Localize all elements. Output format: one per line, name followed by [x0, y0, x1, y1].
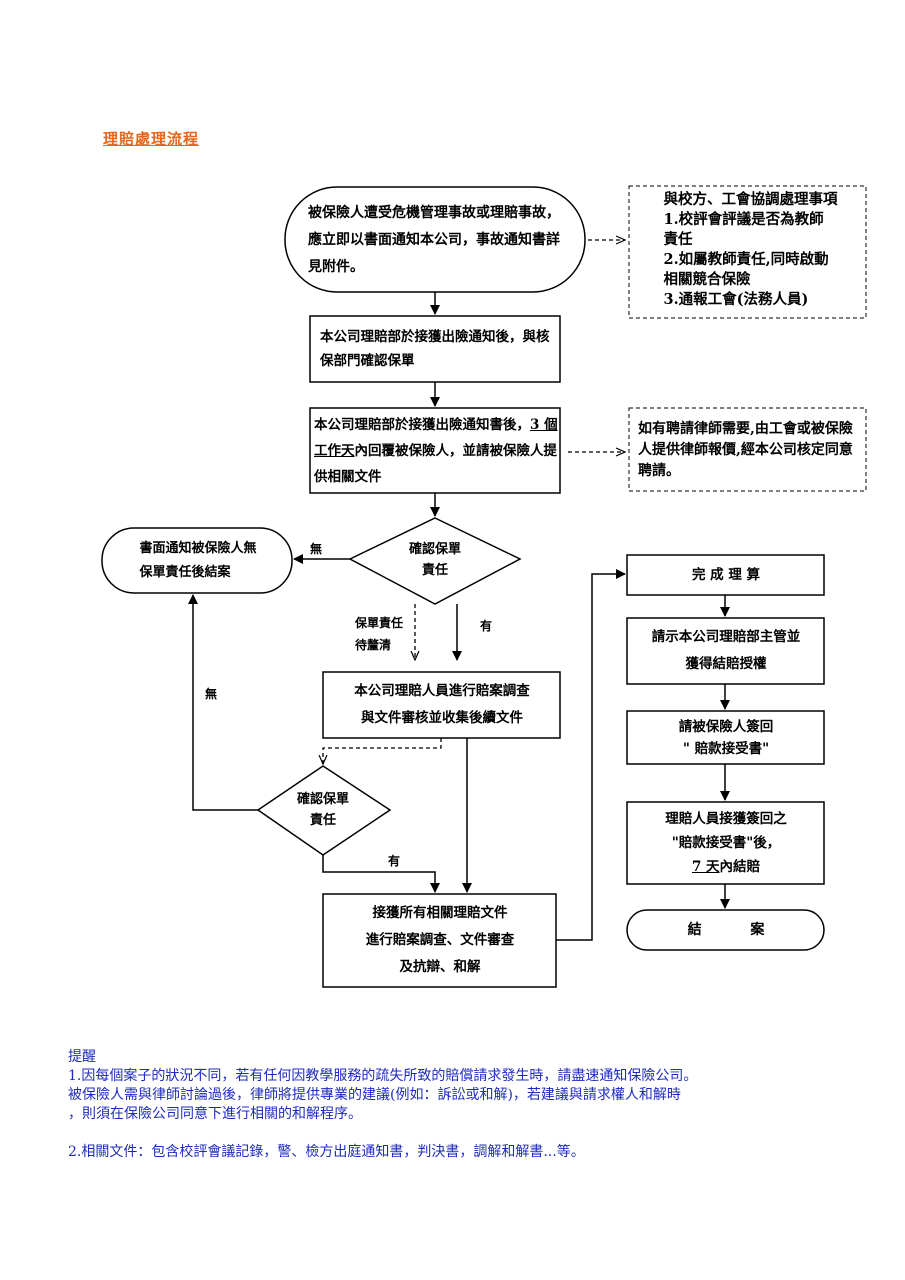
decision1-text: 確認保單 責任	[380, 535, 490, 585]
label-yes-2: 有	[388, 854, 401, 868]
confirm-policy-text: 本公司理賠部於接獲出險通知後，與核保部門確認保單	[320, 320, 552, 378]
lawyer-note-label: 如有聘請律師需要,由工會或被保險人提供律師報價,經本公司核定同意聘請。	[638, 420, 853, 479]
reply-text: 本公司理賠部於接獲出險通知書後，3 個工作天內回覆被保險人，並請被保險人提供相關…	[314, 410, 558, 492]
reply-days: 3 個工作天	[314, 417, 558, 459]
complete-label: 完 成 理 算	[691, 567, 761, 583]
written-notice-label: 書面通知被保險人無 保單責任後結案	[139, 541, 257, 580]
coordination-text: 與校方、工會協調處理事項 1.校評會評議是否為教師 責任 2.如屬教師責任,同時…	[638, 190, 863, 314]
reply-suffix: 內回覆被保險人，並請被保險人提供相關文件	[314, 443, 557, 485]
start-text: 被保險人遭受危機管理事故或理賠事故，應立即以書面通知本公司，事故通知書詳見附件。	[308, 195, 566, 285]
coordination-shape	[628, 185, 867, 319]
sign-back-label: 請被保險人簽回 " 賠款接受書"	[678, 718, 774, 757]
receive-all-text: 接獲所有相關理賠文件 進行賠案調查、文件審查 及抗辯、和解	[326, 897, 554, 984]
written-notice-shape	[101, 527, 293, 594]
lawyer-note-text: 如有聘請律師需要,由工會或被保險人提供律師報價,經本公司核定同意聘請。	[638, 412, 860, 488]
decision1-shape	[348, 517, 522, 605]
page-title: 理賠處理流程	[103, 130, 200, 148]
notes-heading: 提醒	[68, 1049, 96, 1065]
notes-spacer	[68, 1124, 868, 1143]
close-shape	[626, 909, 825, 951]
approval-text: 請示本公司理賠部主管並 獲得結賠授權	[630, 621, 822, 681]
signed-prefix: 理賠人員接獲簽回之 "賠款接受書"後，	[665, 811, 787, 851]
investigate-text: 本公司理賠人員進行賠案調查 與文件審核並收集後續文件	[326, 675, 558, 735]
signed-text: 理賠人員接獲簽回之 "賠款接受書"後， 7 天內結賠	[630, 804, 822, 882]
notes-item-2: 2.相關文件：包含校評會議記錄，警、檢方出庭通知書，判決書，調解和解書...等。	[68, 1144, 585, 1160]
signed-suffix: 內結賠	[719, 859, 761, 875]
decision2-text: 確認保單 責任	[270, 785, 376, 835]
reply-prefix: 本公司理賠部於接獲出險通知書後，	[314, 417, 530, 433]
label-pending: 保單責任 待釐清	[355, 616, 404, 652]
notes-section: 提醒 1.因每個案子的狀況不同，若有任何因教學服務的疏失所致的賠償請求發生時，請…	[68, 1048, 868, 1162]
receive-all-label: 接獲所有相關理賠文件 進行賠案調查、文件審查 及抗辯、和解	[365, 905, 515, 975]
complete-text: 完 成 理 算	[630, 557, 822, 593]
notes-item-1: 1.因每個案子的狀況不同，若有任何因教學服務的疏失所致的賠償請求發生時，請盡速通…	[68, 1068, 698, 1122]
coordination-label: 與校方、工會協調處理事項 1.校評會評議是否為教師 責任 2.如屬教師責任,同時…	[663, 191, 838, 308]
confirm-policy-label: 本公司理賠部於接獲出險通知後，與核保部門確認保單	[320, 329, 550, 369]
label-yes-1: 有	[480, 619, 493, 633]
decision1-label: 確認保單 責任	[408, 542, 461, 578]
sign-back-text: 請被保險人簽回 " 賠款接受書"	[630, 713, 822, 762]
label-no-1: 無	[310, 542, 323, 556]
written-notice-text: 書面通知被保險人無 保單責任後結案	[110, 532, 286, 590]
close-label: 結 案	[687, 922, 765, 938]
investigate-label: 本公司理賠人員進行賠案調查 與文件審核並收集後續文件	[354, 683, 530, 726]
signed-days: 7 天	[691, 859, 720, 875]
approval-label: 請示本公司理賠部主管並 獲得結賠授權	[651, 629, 801, 672]
lawyer-note-shape	[628, 407, 867, 492]
label-no-2: 無	[205, 687, 218, 701]
start-label: 被保險人遭受危機管理事故或理賠事故，應立即以書面通知本公司，事故通知書詳見附件。	[308, 204, 560, 275]
close-text: 結 案	[630, 912, 822, 948]
decision2-label: 確認保單 責任	[296, 792, 349, 828]
